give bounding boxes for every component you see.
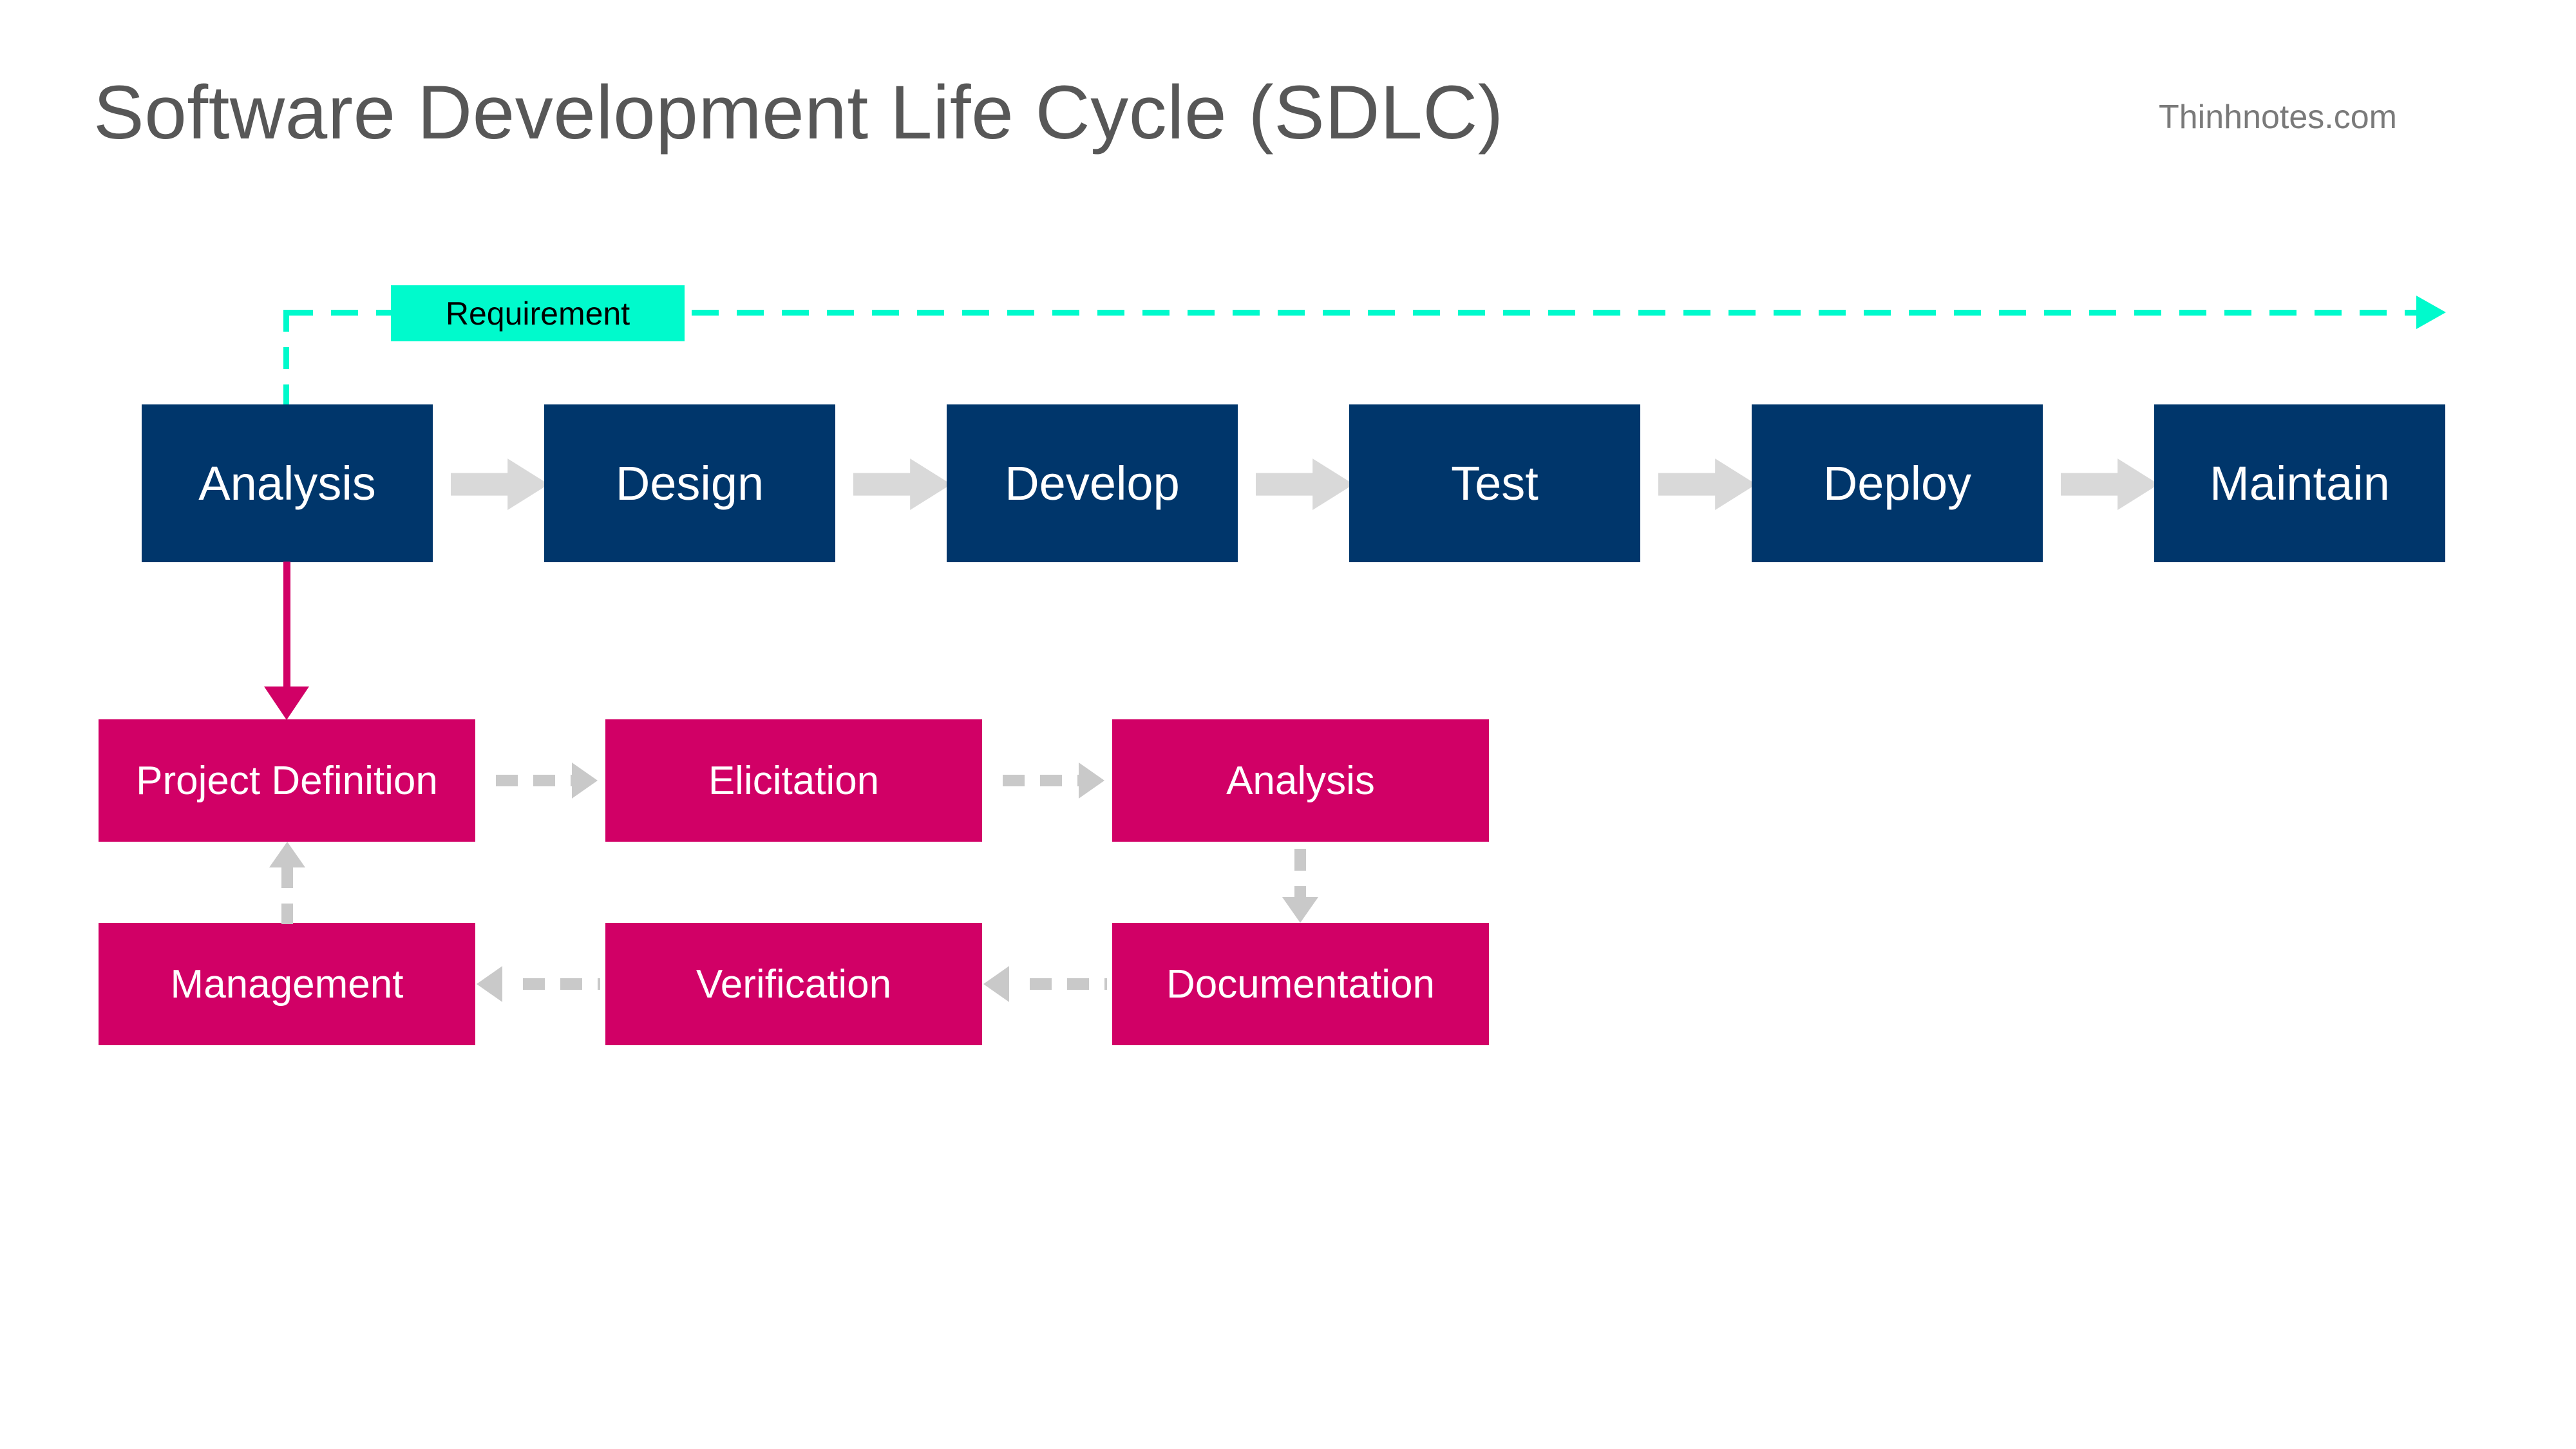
requirement-box[interactable]: Requirement (391, 285, 685, 341)
drilldown-arrowhead-icon (264, 687, 309, 720)
ba-label-management: Management (170, 961, 404, 1007)
ba-label-project-definition: Project Definition (136, 758, 438, 803)
phase-label-deploy: Deploy (1823, 457, 1972, 510)
ba-arrow-documentation-to-verification (1030, 978, 1107, 990)
phase-box-maintain[interactable]: Maintain (2154, 404, 2445, 562)
ba-label-documentation: Documentation (1166, 961, 1435, 1007)
feedback-line-vertical (283, 310, 289, 408)
phase-arrow-2-icon (853, 459, 951, 510)
phase-box-design[interactable]: Design (544, 404, 835, 562)
phase-box-deploy[interactable]: Deploy (1752, 404, 2043, 562)
ba-arrow-verification-to-management (523, 978, 600, 990)
ba-arrow-analysis-to-documentation (1294, 849, 1306, 907)
phase-label-maintain: Maintain (2210, 457, 2390, 510)
phase-box-test[interactable]: Test (1349, 404, 1640, 562)
ba-box-documentation[interactable]: Documentation (1112, 923, 1489, 1045)
page-title: Software Development Life Cycle (SDLC) (93, 70, 1504, 155)
ba-box-project-definition[interactable]: Project Definition (99, 719, 475, 842)
phase-arrow-3-icon (1256, 459, 1354, 510)
phase-label-analysis: Analysis (198, 457, 376, 510)
phase-arrow-4-icon (1658, 459, 1756, 510)
ba-arrowhead-documentation-icon (1282, 897, 1318, 923)
ba-arrow-projdef-to-elicitation (496, 775, 573, 786)
ba-arrow-management-to-projdef (281, 866, 293, 924)
feedback-line-horizontal (286, 310, 2424, 316)
ba-label-elicitation: Elicitation (708, 758, 880, 803)
feedback-arrowhead-icon (2416, 296, 2446, 329)
ba-arrowhead-management-icon (477, 966, 502, 1002)
phase-box-develop[interactable]: Develop (947, 404, 1238, 562)
phase-label-design: Design (615, 457, 764, 510)
ba-box-management[interactable]: Management (99, 923, 475, 1045)
ba-box-analysis[interactable]: Analysis (1112, 719, 1489, 842)
ba-arrowhead-elicitation-icon (572, 762, 598, 799)
phase-box-analysis[interactable]: Analysis (142, 404, 433, 562)
ba-box-elicitation[interactable]: Elicitation (605, 719, 982, 842)
phase-label-test: Test (1451, 457, 1539, 510)
ba-arrow-elicitation-to-analysis (1003, 775, 1080, 786)
ba-arrowhead-analysis-icon (1079, 762, 1104, 799)
drilldown-line (283, 562, 290, 690)
requirement-label: Requirement (445, 295, 630, 332)
phase-label-develop: Develop (1005, 457, 1180, 510)
ba-box-verification[interactable]: Verification (605, 923, 982, 1045)
ba-arrowhead-verification-icon (983, 966, 1009, 1002)
watermark-label: Thinhnotes.com (2159, 99, 2397, 136)
ba-arrowhead-projdef-icon (269, 842, 305, 867)
phase-arrow-1-icon (451, 459, 549, 510)
ba-label-verification: Verification (696, 961, 892, 1007)
ba-label-analysis: Analysis (1226, 758, 1375, 803)
phase-arrow-5-icon (2061, 459, 2159, 510)
